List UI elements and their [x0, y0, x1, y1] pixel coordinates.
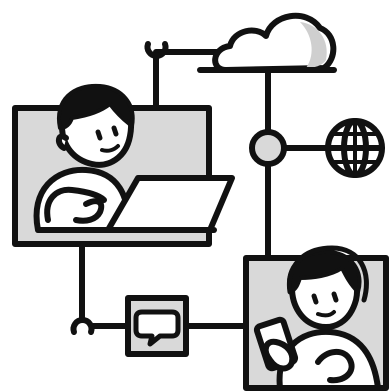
hub-node-icon [252, 132, 284, 164]
globe-icon [328, 121, 382, 175]
cloud-icon [200, 16, 334, 70]
connector-ring-icon [74, 320, 92, 332]
chat-box [128, 298, 186, 354]
